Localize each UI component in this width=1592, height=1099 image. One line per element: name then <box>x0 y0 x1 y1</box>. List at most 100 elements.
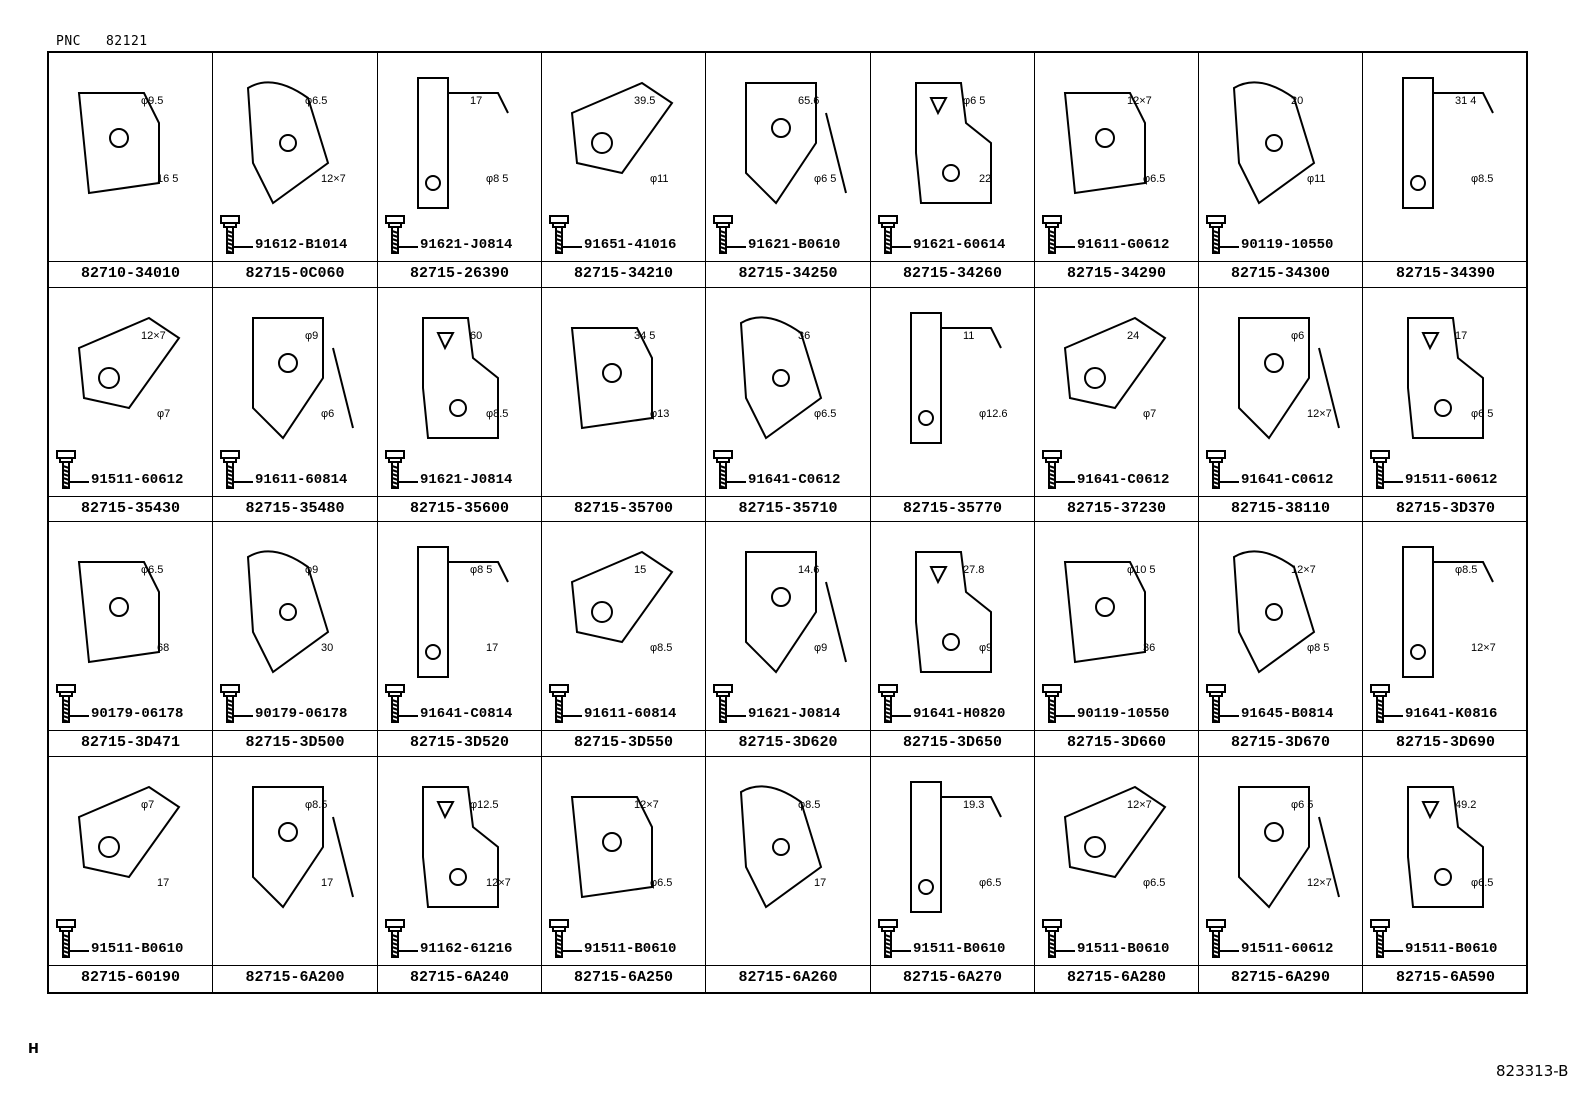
bracket-drawing <box>385 77 509 254</box>
bracket-drawing <box>220 317 354 489</box>
bracket-drawing <box>713 551 847 723</box>
cell-divider <box>871 965 1034 966</box>
dimension-callout: φ6 <box>321 408 335 420</box>
part-number: 82715-0C060 <box>245 265 345 282</box>
cell-divider <box>542 965 705 966</box>
bracket-drawing <box>1370 786 1484 958</box>
part-cell: φ9 φ6 91611-60814 82715-35480 <box>213 288 378 522</box>
bracket-drawing <box>713 82 847 254</box>
dimension-callout: φ9 <box>305 330 319 342</box>
bracket-drawing <box>252 786 354 909</box>
pnc-value: 82121 <box>105 34 148 49</box>
dimension-callout: 17 <box>321 877 334 889</box>
dimension-callout: φ6.5 <box>1143 173 1166 185</box>
part-number: 82715-6A280 <box>1066 969 1167 986</box>
cell-divider <box>49 496 212 497</box>
dimension-callout: 12×7 <box>1291 564 1316 576</box>
bracket-drawing <box>56 561 160 723</box>
cell-divider <box>378 496 541 497</box>
part-number: 82715-6A590 <box>1395 969 1496 986</box>
cell-divider <box>1199 965 1362 966</box>
bolt-part-number: 90179-06178 <box>255 706 348 722</box>
bracket-drawing <box>739 785 823 909</box>
part-number: 82715-3D690 <box>1395 734 1496 751</box>
cell-divider <box>1035 730 1198 731</box>
bracket-drawing <box>1206 786 1340 958</box>
bolt-part-number: 91511-B0610 <box>1405 941 1498 957</box>
dimension-callout: φ9 <box>305 564 319 576</box>
dimension-callout: φ8.5 <box>486 408 509 420</box>
cell-divider <box>49 730 212 731</box>
dimension-callout: 19.3 <box>963 799 985 811</box>
part-number: 82715-6A290 <box>1230 969 1331 986</box>
part-number: 82715-35710 <box>738 500 838 517</box>
bracket-drawing <box>549 81 674 254</box>
bolt-part-number: 91511-60612 <box>1241 941 1334 957</box>
dimension-callout: φ7 <box>141 799 155 811</box>
bolt-part-number: 91162-61216 <box>420 941 513 957</box>
cell-divider <box>213 496 377 497</box>
part-number: 82715-3D471 <box>80 734 181 751</box>
part-number: 82715-3D370 <box>1395 500 1496 517</box>
dimension-callout: 12×7 <box>1307 408 1332 420</box>
bracket-drawing <box>878 551 992 723</box>
dimension-callout: φ6.5 <box>305 95 328 107</box>
part-number: 82715-35700 <box>573 500 674 517</box>
dimension-callout: φ8 5 <box>470 564 493 576</box>
part-number: 82715-35770 <box>902 500 1003 517</box>
cell-divider <box>378 730 541 731</box>
bracket-drawing <box>549 796 653 958</box>
dimension-callout: 17 <box>486 642 499 654</box>
bolt-part-number: 91645-B0814 <box>1241 706 1334 722</box>
bolt-part-number: 91641-C0612 <box>1241 472 1334 488</box>
dimension-callout: φ11 <box>1307 173 1326 185</box>
part-number: 82715-38110 <box>1230 500 1331 517</box>
bolt-part-number: 91621-J0814 <box>420 237 513 253</box>
part-number: 82715-35480 <box>245 500 345 517</box>
dimension-callout: 36 <box>798 330 811 342</box>
footer-mark: H <box>28 1042 39 1057</box>
dimension-callout: φ8 5 <box>486 173 509 185</box>
bracket-drawing <box>1206 317 1340 489</box>
cell-divider <box>1199 496 1362 497</box>
bracket-drawing <box>1042 92 1146 254</box>
dimension-callout: φ6 <box>1291 330 1305 342</box>
part-number: 82715-3D520 <box>409 734 510 751</box>
part-number: 82715-34390 <box>1395 265 1496 282</box>
pnc-header: PNC 82121 <box>56 34 148 49</box>
part-number: 82715-35430 <box>80 500 181 517</box>
cell-divider <box>378 965 541 966</box>
bolt-part-number: 91611-60814 <box>255 472 348 488</box>
part-number: 82715-35600 <box>409 500 510 517</box>
cell-divider <box>1363 965 1528 966</box>
dimension-callout: φ9.5 <box>141 95 164 107</box>
dimension-callout: φ6.5 <box>1471 877 1494 889</box>
dimension-callout: 12×7 <box>321 173 346 185</box>
bracket-drawing <box>910 312 1002 444</box>
dimension-callout: 14.6 <box>798 564 820 576</box>
dimension-callout: 12×7 <box>1127 95 1152 107</box>
cell-divider <box>1363 496 1528 497</box>
bolt-part-number: 91641-K0816 <box>1405 706 1498 722</box>
bracket-drawing <box>1370 546 1494 723</box>
bracket-drawing <box>570 327 653 430</box>
dimension-callout: φ12.5 <box>470 799 499 811</box>
dimension-callout: 12×7 <box>486 877 511 889</box>
